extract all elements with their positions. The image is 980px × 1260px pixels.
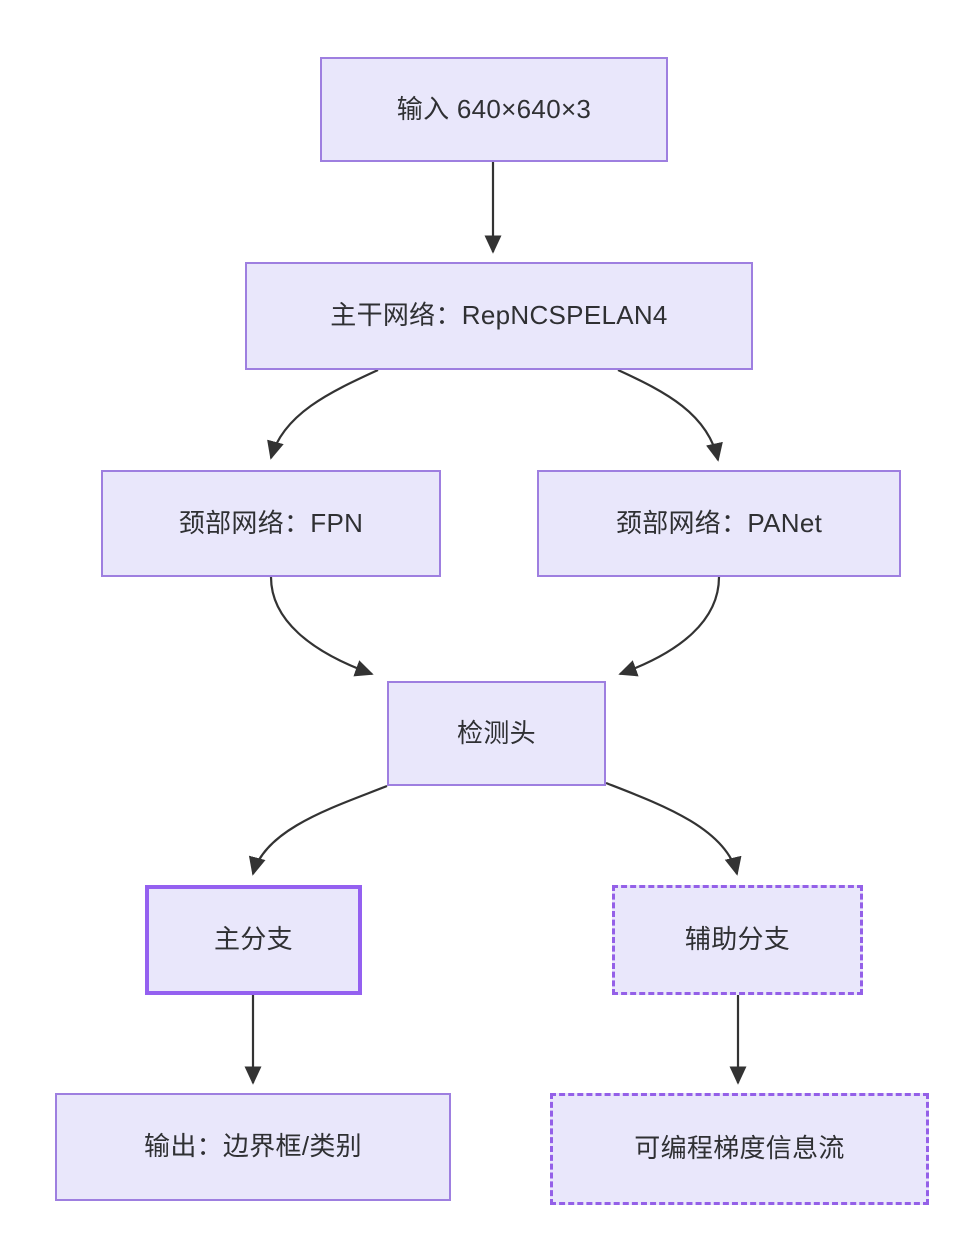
node-neck-fpn-label: 颈部网络：FPN [178, 507, 364, 538]
edge-panet-to-head [618, 576, 721, 677]
node-neck-panet-label: 颈部网络：PANet [615, 507, 823, 538]
node-programmable-gradient-info-flow-label: 可编程梯度信息流 [634, 1133, 845, 1164]
node-main-branch[interactable]: 主分支 [145, 885, 362, 995]
node-neck-panet[interactable]: 颈部网络：PANet [537, 470, 901, 577]
node-backbone-label: 主干网络：RepNCSPELAN4 [330, 300, 668, 331]
node-neck-fpn[interactable]: 颈部网络：FPN [101, 470, 441, 577]
node-input-label: 输入 640×640×3 [396, 93, 592, 124]
node-input[interactable]: 输入 640×640×3 [320, 57, 668, 162]
node-aux-branch-label: 辅助分支 [684, 924, 791, 955]
edge-backbone-to-panet [617, 369, 723, 462]
edge-fpn-to-head [269, 576, 374, 677]
node-aux-branch[interactable]: 辅助分支 [612, 885, 863, 995]
node-output-boxes-classes-label: 输出：边界框/类别 [144, 1131, 362, 1162]
node-detection-head-label: 检测头 [457, 717, 536, 748]
node-backbone[interactable]: 主干网络：RepNCSPELAN4 [245, 262, 753, 370]
node-programmable-gradient-info-flow[interactable]: 可编程梯度信息流 [550, 1093, 929, 1205]
node-output-boxes-classes[interactable]: 输出：边界框/类别 [55, 1093, 451, 1201]
edge-backbone-to-fpn [267, 369, 379, 460]
edge-head-to-main-branch [248, 784, 388, 876]
node-main-branch-label: 主分支 [214, 924, 293, 955]
edge-head-to-aux-branch [605, 781, 742, 876]
node-detection-head[interactable]: 检测头 [387, 681, 606, 786]
